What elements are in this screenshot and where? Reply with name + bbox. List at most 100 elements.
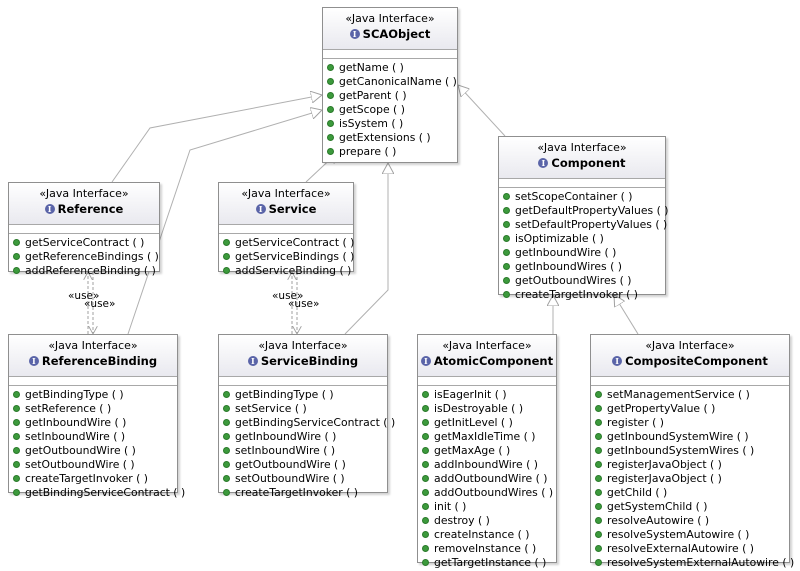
method-item[interactable]: getOutboundWire ( ) [13, 444, 177, 458]
method-item[interactable]: getCanonicalName ( ) [327, 75, 457, 89]
method-item[interactable]: getInboundWire ( ) [223, 430, 387, 444]
method-name: createTargetInvoker ( ) [235, 486, 358, 499]
public-method-icon [327, 106, 334, 113]
method-item[interactable]: getBindingType ( ) [13, 388, 177, 402]
public-method-icon [503, 277, 510, 284]
public-method-icon [422, 405, 429, 412]
method-item[interactable]: setInboundWire ( ) [13, 430, 177, 444]
method-item[interactable]: setScopeContainer ( ) [503, 190, 665, 204]
method-item[interactable]: registerJavaObject ( ) [595, 458, 789, 472]
method-name: addOutboundWires ( ) [434, 486, 554, 499]
method-item[interactable]: setInboundWire ( ) [223, 444, 387, 458]
method-item[interactable]: getScope ( ) [327, 103, 457, 117]
method-item[interactable]: getBindingType ( ) [223, 388, 387, 402]
method-item[interactable]: getInboundSystemWires ( ) [595, 444, 789, 458]
method-item[interactable]: setDefaultPropertyValues ( ) [503, 218, 667, 232]
method-item[interactable]: getOutboundWires ( ) [503, 274, 665, 288]
method-name: isOptimizable ( ) [515, 232, 604, 245]
method-item[interactable]: getParent ( ) [327, 89, 457, 103]
method-item[interactable]: getReferenceBindings ( ) [13, 250, 159, 264]
method-item[interactable]: createInstance ( ) [422, 528, 556, 542]
method-item[interactable]: isDestroyable ( ) [422, 402, 556, 416]
method-item[interactable]: resolveSystemAutowire ( ) [595, 528, 789, 542]
method-item[interactable]: resolveAutowire ( ) [595, 514, 789, 528]
method-item[interactable]: createTargetInvoker ( ) [223, 486, 387, 500]
method-item[interactable]: getMaxIdleTime ( ) [422, 430, 556, 444]
method-name: addReferenceBinding ( ) [25, 264, 156, 277]
method-item[interactable]: getOutboundWire ( ) [223, 458, 387, 472]
method-item[interactable]: setOutboundWire ( ) [223, 472, 387, 486]
method-item[interactable]: getInboundWire ( ) [13, 416, 177, 430]
method-item[interactable]: removeInstance ( ) [422, 542, 556, 556]
method-item[interactable]: setOutboundWire ( ) [13, 458, 177, 472]
method-item[interactable]: getInboundSystemWire ( ) [595, 430, 789, 444]
method-item[interactable]: getMaxAge ( ) [422, 444, 556, 458]
method-item[interactable]: addOutboundWires ( ) [422, 486, 556, 500]
method-item[interactable]: setService ( ) [223, 402, 387, 416]
method-item[interactable]: addOutboundWire ( ) [422, 472, 556, 486]
method-item[interactable]: getTargetInstance ( ) [422, 556, 556, 570]
method-item[interactable]: getServiceBindings ( ) [223, 250, 354, 264]
method-item[interactable]: resolveExternalAutowire ( ) [595, 542, 789, 556]
method-item[interactable]: getInboundWires ( ) [503, 260, 665, 274]
method-item[interactable]: prepare ( ) [327, 145, 457, 159]
method-item[interactable]: setReference ( ) [13, 402, 177, 416]
stereotype-label: «Java Interface» [537, 141, 627, 154]
method-item[interactable]: isOptimizable ( ) [503, 232, 665, 246]
method-item[interactable]: resolveSystemExternalAutowire ( ) [595, 556, 794, 570]
public-method-icon [595, 517, 602, 524]
public-method-icon [503, 235, 510, 242]
method-item[interactable]: addServiceBinding ( ) [223, 264, 353, 278]
method-item[interactable]: getBindingServiceContract ( ) [13, 486, 185, 500]
stereotype-label: «Java Interface» [345, 12, 435, 25]
method-item[interactable]: getInboundWire ( ) [503, 246, 665, 260]
method-name: getScope ( ) [339, 103, 405, 116]
method-name: addInboundWire ( ) [434, 458, 538, 471]
method-name: registerJavaObject ( ) [607, 472, 722, 485]
method-item[interactable]: getExtensions ( ) [327, 131, 457, 145]
method-item[interactable]: getSystemChild ( ) [595, 500, 789, 514]
public-method-icon [503, 221, 510, 228]
method-item[interactable]: getServiceContract ( ) [223, 236, 354, 250]
method-item[interactable]: getDefaultPropertyValues ( ) [503, 204, 668, 218]
method-item[interactable]: getPropertyValue ( ) [595, 402, 789, 416]
public-method-icon [595, 405, 602, 412]
method-item[interactable]: getName ( ) [327, 61, 457, 75]
method-item[interactable]: getBindingServiceContract ( ) [223, 416, 395, 430]
interface-icon: I [349, 29, 360, 39]
method-item[interactable]: destroy ( ) [422, 514, 556, 528]
method-name: getReferenceBindings ( ) [25, 250, 159, 263]
method-item[interactable]: createTargetInvoker ( ) [13, 472, 177, 486]
method-item[interactable]: registerJavaObject ( ) [595, 472, 789, 486]
method-item[interactable]: isSystem ( ) [327, 117, 457, 131]
method-item[interactable]: isEagerInit ( ) [422, 388, 556, 402]
method-item[interactable]: createTargetInvoker ( ) [503, 288, 665, 302]
method-name: getBindingType ( ) [235, 388, 334, 401]
method-item[interactable]: addReferenceBinding ( ) [13, 264, 159, 278]
public-method-icon [595, 531, 602, 538]
public-method-icon [595, 391, 602, 398]
method-item[interactable]: addInboundWire ( ) [422, 458, 556, 472]
method-item[interactable]: getChild ( ) [595, 486, 789, 500]
method-item[interactable]: getInitLevel ( ) [422, 416, 556, 430]
method-item[interactable]: register ( ) [595, 416, 789, 430]
public-method-icon [13, 433, 20, 440]
public-method-icon [422, 559, 429, 566]
method-name: getMaxAge ( ) [434, 444, 511, 457]
method-list: isEagerInit ( )isDestroyable ( )getInitL… [418, 386, 556, 570]
method-item[interactable]: getServiceContract ( ) [13, 236, 159, 250]
public-method-icon [13, 239, 20, 246]
method-name: getSystemChild ( ) [607, 500, 708, 513]
method-item[interactable]: init ( ) [422, 500, 556, 514]
method-item[interactable]: setManagementService ( ) [595, 388, 789, 402]
